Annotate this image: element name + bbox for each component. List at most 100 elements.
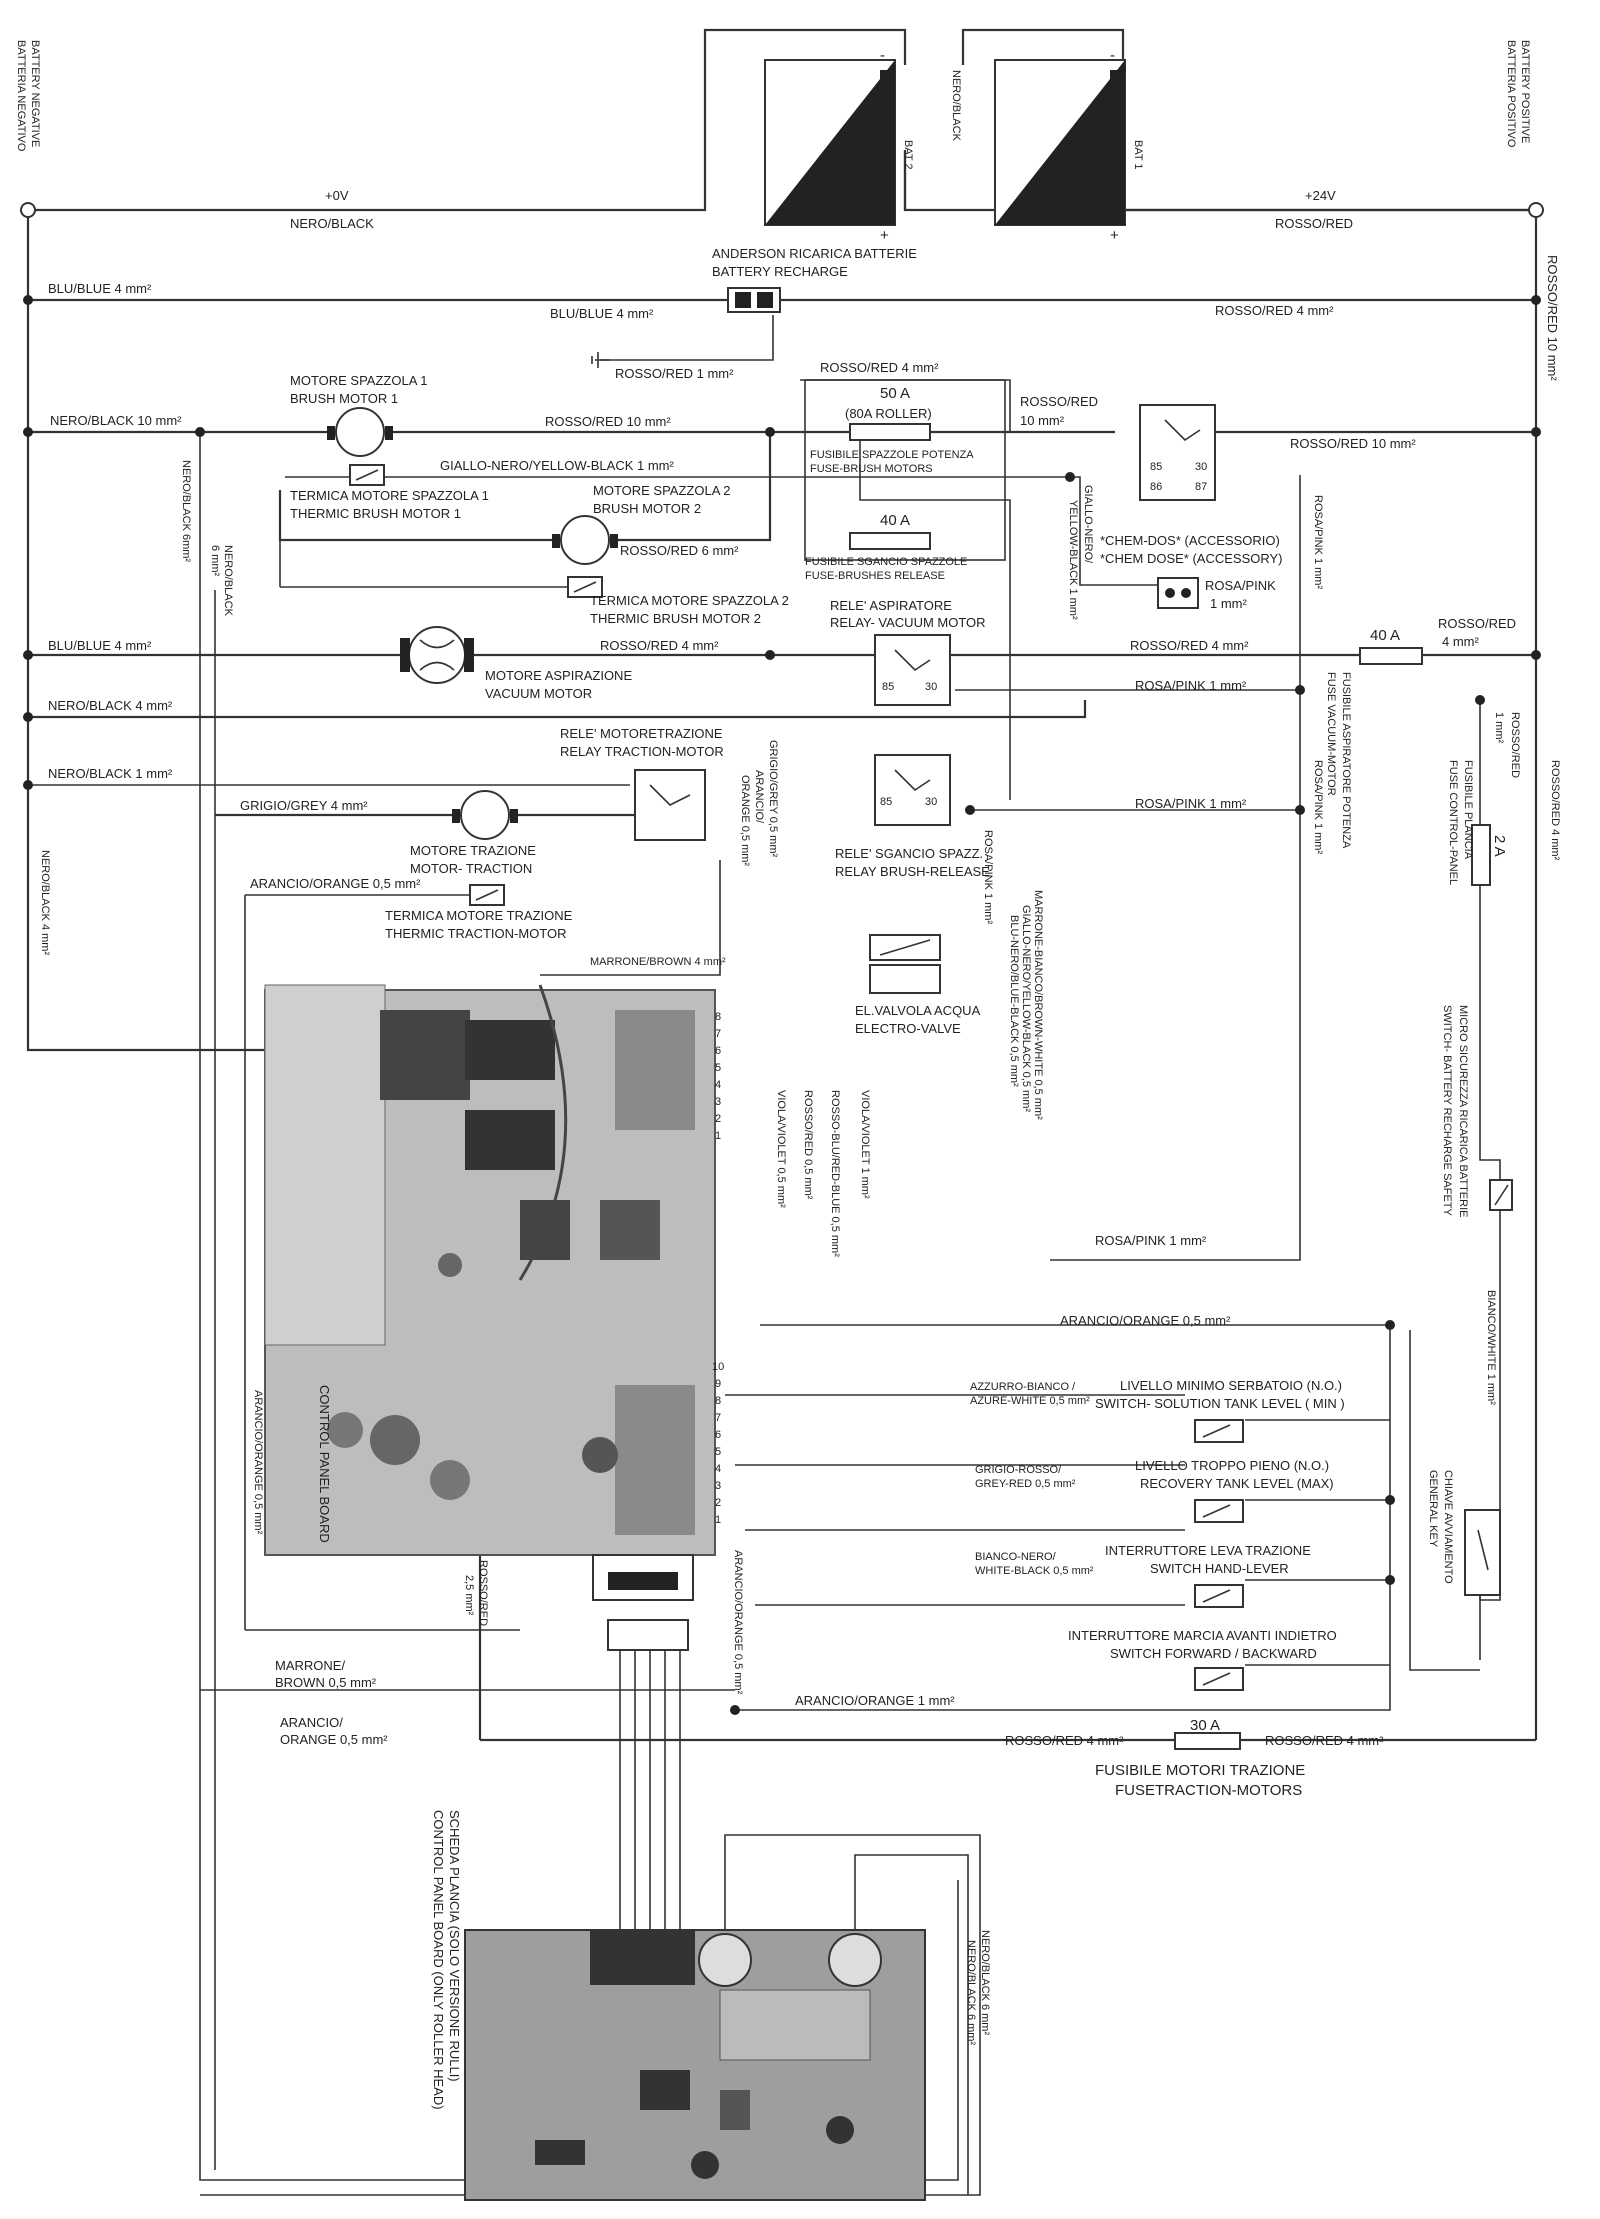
svg-text:GIALLO-NERO/YELLOW-BLACK 1 mm²: GIALLO-NERO/YELLOW-BLACK 1 mm² [440, 458, 674, 473]
svg-text:VIOLA/VIOLET 1 mm²: VIOLA/VIOLET 1 mm² [859, 1090, 871, 1199]
fuse-control-panel: 2 A FUSIBILE PLANCIA FUSE CONTROL-PANEL [1447, 760, 1508, 886]
svg-text:NERO/BLACK 4 mm²: NERO/BLACK 4 mm² [48, 698, 173, 713]
svg-text:ARANCIO/ORANGE 0,5 mm²: ARANCIO/ORANGE 0,5 mm² [1060, 1313, 1231, 1328]
svg-text:RELAY BRUSH-RELEASE: RELAY BRUSH-RELEASE [835, 864, 990, 879]
svg-text:BLU/BLUE 4 mm²: BLU/BLUE 4 mm² [550, 306, 654, 321]
svg-text:+24V: +24V [1305, 188, 1336, 203]
svg-text:ROSSO-BLU/RED-BLUE 0,5 mm²: ROSSO-BLU/RED-BLUE 0,5 mm² [829, 1090, 841, 1257]
svg-text:ROSA/PINK 1 mm²: ROSA/PINK 1 mm² [1095, 1233, 1207, 1248]
svg-text:ROSA/PINK: ROSA/PINK [1205, 578, 1276, 593]
svg-text:ARANCIO/ORANGE 0,5 mm²: ARANCIO/ORANGE 0,5 mm² [252, 1390, 264, 1535]
bat1-plus: + [1110, 227, 1119, 244]
svg-text:2: 2 [715, 1497, 721, 1509]
svg-text:ROSSO/RED 4 mm²: ROSSO/RED 4 mm² [1130, 638, 1249, 653]
svg-text:FUSIBILE SPAZZOLE POTENZA: FUSIBILE SPAZZOLE POTENZA [810, 449, 974, 461]
svg-text:ARANCIO/ORANGE 0,5 mm²: ARANCIO/ORANGE 0,5 mm² [250, 876, 421, 891]
svg-text:SWITCH FORWARD / BACKWARD: SWITCH FORWARD / BACKWARD [1110, 1646, 1317, 1661]
battery-1: - + BAT 1 [994, 47, 1144, 244]
svg-text:5: 5 [715, 1062, 721, 1074]
brush-motor-2: MOTORE SPAZZOLA 2 BRUSH MOTOR 2 [552, 483, 731, 565]
junction-dots [23, 295, 1541, 1715]
svg-text:ORANGE 0,5 mm²: ORANGE 0,5 mm² [280, 1732, 388, 1747]
svg-text:THERMIC BRUSH MOTOR 2: THERMIC BRUSH MOTOR 2 [590, 611, 761, 626]
svg-text:TERMICA MOTORE TRAZIONE: TERMICA MOTORE TRAZIONE [385, 908, 573, 923]
svg-text:BATTERY RECHARGE: BATTERY RECHARGE [712, 264, 848, 279]
svg-text:NERO/BLACK: NERO/BLACK [222, 545, 234, 617]
bat2-label: BAT 2 [902, 140, 914, 170]
svg-text:CHIAVE AVVIAMENTO: CHIAVE AVVIAMENTO [1442, 1470, 1454, 1584]
traction-motor: MOTORE TRAZIONE MOTOR- TRACTION [410, 790, 536, 876]
bat1-label: BAT 1 [1132, 140, 1144, 170]
svg-text:FUSETRACTION-MOTORS: FUSETRACTION-MOTORS [1115, 1782, 1302, 1799]
bat2-minus: - [880, 47, 885, 64]
thermic-brush-1: TERMICA MOTORE SPAZZOLA 1 THERMIC BRUSH … [290, 464, 489, 521]
anderson-connector: ANDERSON RICARICA BATTERIE BATTERY RECHA… [591, 246, 917, 368]
main-wires [20, 28, 1544, 2196]
svg-text:ROSSO/RED: ROSSO/RED [1509, 712, 1521, 778]
harness [592, 1554, 694, 1930]
svg-text:RELAY TRACTION-MOTOR: RELAY TRACTION-MOTOR [560, 744, 724, 759]
svg-text:(80A ROLLER): (80A ROLLER) [845, 406, 932, 421]
svg-text:RELE' MOTORETRAZIONE: RELE' MOTORETRAZIONE [560, 726, 723, 741]
svg-text:ARANCIO/: ARANCIO/ [753, 770, 765, 824]
svg-text:ROSSO/RED 6 mm²: ROSSO/RED 6 mm² [620, 543, 739, 558]
corner-battery-positive: BATTERIA POSITIVO BATTERY POSITIVE [1505, 40, 1531, 148]
svg-text:ARANCIO/: ARANCIO/ [280, 1715, 343, 1730]
svg-text:6: 6 [715, 1429, 721, 1441]
svg-text:SWITCH HAND-LEVER: SWITCH HAND-LEVER [1150, 1561, 1289, 1576]
svg-text:MICRO SICUREZZA RICARICA BATTE: MICRO SICUREZZA RICARICA BATTERIE [1457, 1005, 1469, 1218]
svg-text:+0V: +0V [325, 188, 349, 203]
svg-text:40 A: 40 A [1370, 627, 1400, 644]
svg-text:*CHEM DOSE* (ACCESSORY): *CHEM DOSE* (ACCESSORY) [1100, 551, 1283, 566]
svg-text:GIALLO-NERO/YELLOW-BLACK 0,5 m: GIALLO-NERO/YELLOW-BLACK 0,5 mm² [1020, 905, 1032, 1112]
svg-text:ROSSO/RED: ROSSO/RED [1020, 394, 1098, 409]
svg-text:TERMICA MOTORE SPAZZOLA 2: TERMICA MOTORE SPAZZOLA 2 [590, 593, 789, 608]
svg-text:BIANCO-NERO/: BIANCO-NERO/ [975, 1551, 1057, 1563]
battery-positive-en: BATTERY POSITIVE [1519, 40, 1531, 143]
svg-text:4: 4 [715, 1079, 721, 1091]
svg-text:10: 10 [712, 1361, 724, 1373]
svg-text:NERO/BLACK 1 mm²: NERO/BLACK 1 mm² [48, 766, 173, 781]
svg-text:6: 6 [715, 1045, 721, 1057]
svg-text:RELE' SGANCIO SPAZZ.: RELE' SGANCIO SPAZZ. [835, 846, 983, 861]
svg-text:INTERRUTTORE MARCIA AVANTI IND: INTERRUTTORE MARCIA AVANTI INDIETRO [1068, 1628, 1337, 1643]
connector-top-pins: 8 7 6 5 4 3 2 1 [715, 1011, 721, 1142]
svg-text:MARRONE/: MARRONE/ [275, 1658, 345, 1673]
svg-text:GRIGIO/GREY 0,5 mm²: GRIGIO/GREY 0,5 mm² [767, 740, 779, 857]
chem-dos-accessory: *CHEM-DOS* (ACCESSORIO) *CHEM DOSE* (ACC… [1100, 533, 1283, 611]
svg-text:ANDERSON RICARICA BATTERIE: ANDERSON RICARICA BATTERIE [712, 246, 917, 261]
svg-text:MOTORE ASPIRAZIONE: MOTORE ASPIRAZIONE [485, 668, 632, 683]
svg-text:GIALLO-NERO/: GIALLO-NERO/ [1082, 485, 1094, 564]
svg-text:ROSSO/RED: ROSSO/RED [1438, 616, 1516, 631]
svg-text:BLU/BLUE 4 mm²: BLU/BLUE 4 mm² [48, 638, 152, 653]
battery-negative-it: BATTERIA NEGATIVO [15, 40, 27, 152]
bat2-plus: + [880, 227, 889, 244]
svg-text:5: 5 [715, 1446, 721, 1458]
svg-text:ROSSO/RED 4 mm²: ROSSO/RED 4 mm² [600, 638, 719, 653]
svg-text:FUSIBILE ASPIRATORE POTENZA: FUSIBILE ASPIRATORE POTENZA [1340, 672, 1352, 849]
svg-text:7: 7 [715, 1028, 721, 1040]
svg-text:MOTOR- TRACTION: MOTOR- TRACTION [410, 861, 532, 876]
svg-text:BLU-NERO/BLUE-BLACK 0,5 mm²: BLU-NERO/BLUE-BLACK 0,5 mm² [1008, 915, 1020, 1087]
general-key: CHIAVE AVVIAMENTO GENERAL KEY [1427, 1470, 1501, 1596]
brush-motor-1: MOTORE SPAZZOLA 1 BRUSH MOTOR 1 [290, 373, 428, 457]
fuse-vacuum-motor: 40 A FUSIBILE ASPIRATORE POTENZA FUSE VA… [1325, 627, 1423, 849]
svg-text:85: 85 [880, 796, 892, 808]
svg-text:ROSA/PINK 1 mm²: ROSA/PINK 1 mm² [1135, 678, 1247, 693]
svg-text:INTERRUTTORE LEVA TRAZIONE: INTERRUTTORE LEVA TRAZIONE [1105, 1543, 1311, 1558]
svg-text:VIOLA/VIOLET 0,5 mm²: VIOLA/VIOLET 0,5 mm² [775, 1090, 787, 1208]
svg-text:50 A: 50 A [880, 385, 910, 402]
svg-text:30: 30 [1195, 461, 1207, 473]
svg-text:ROSSO/RED 4 mm²: ROSSO/RED 4 mm² [820, 360, 939, 375]
micro-safety-switch: MICRO SICUREZZA RICARICA BATTERIE SWITCH… [1441, 1005, 1513, 1218]
svg-text:SCHEDA PLANCIA (SOLO VERSIONE: SCHEDA PLANCIA (SOLO VERSIONE RULLI) [447, 1810, 462, 2082]
svg-text:FUSIBILE PLANCIA: FUSIBILE PLANCIA [1462, 760, 1474, 860]
svg-text:3: 3 [715, 1096, 721, 1108]
vacuum-motor: MOTORE ASPIRAZIONE VACUUM MOTOR [400, 626, 632, 701]
svg-text:ROSSO/RED 0,5 mm²: ROSSO/RED 0,5 mm² [802, 1090, 814, 1200]
roller-control-board: SCHEDA PLANCIA (SOLO VERSIONE RULLI) CON… [431, 1810, 926, 2201]
relay-brush-release: 85 30 RELE' SGANCIO SPAZZ. RELAY BRUSH-R… [835, 754, 990, 879]
svg-text:2 A: 2 A [1491, 835, 1508, 857]
svg-text:ROSA/PINK 1 mm²: ROSA/PINK 1 mm² [1312, 495, 1324, 589]
bat1-minus: - [1110, 47, 1115, 64]
